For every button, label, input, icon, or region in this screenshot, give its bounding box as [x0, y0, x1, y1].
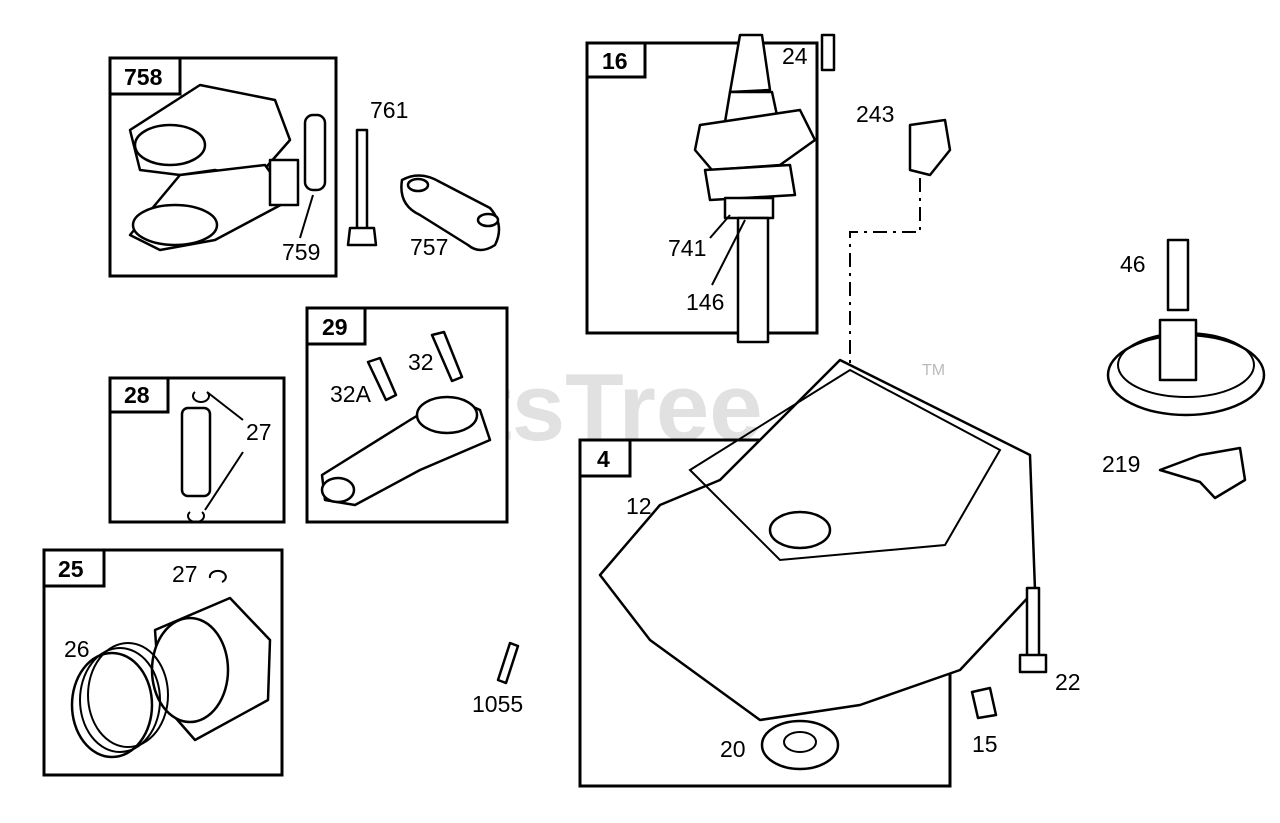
- part-label-12: 12: [626, 493, 652, 519]
- assembly-box-28[interactable]: 28 27: [108, 376, 286, 524]
- assembly-box-29[interactable]: 29 32 32A: [305, 306, 509, 524]
- part-label-1055: 1055: [472, 691, 523, 717]
- crankshaft-part: [693, 33, 817, 344]
- assembly-label-25: 25: [58, 556, 84, 582]
- part-label-26: 26: [64, 636, 90, 662]
- assembly-box-16[interactable]: 16 741 146: [585, 33, 819, 344]
- assembly-label-758: 758: [124, 64, 163, 90]
- part-label-32a: 32A: [330, 381, 372, 407]
- drain-plug-part-15: [970, 686, 998, 720]
- part-label-46: 46: [1120, 251, 1146, 277]
- governor-part-243: [908, 118, 952, 177]
- assembly-box-25[interactable]: 25 27 26: [42, 548, 284, 777]
- piston-rings-part: [70, 642, 169, 759]
- bolt-part-22: [1018, 586, 1048, 674]
- part-label-146: 146: [686, 289, 724, 315]
- part-label-741: 741: [668, 235, 706, 261]
- key-part-24: [820, 33, 836, 72]
- piston-part: [150, 596, 272, 742]
- pin-part-759: [303, 113, 327, 192]
- part-label-759: 759: [282, 239, 320, 265]
- link-part-757: [400, 174, 501, 252]
- bolt-part-32: [430, 330, 464, 383]
- part-label-27-clip: 27: [172, 561, 198, 587]
- bolt-part-761: [346, 128, 378, 247]
- part-label-27: 27: [246, 419, 272, 445]
- part-label-20: 20: [720, 736, 746, 762]
- connecting-rod-part: [320, 395, 492, 507]
- assembly-label-16: 16: [602, 48, 628, 74]
- pin-part-1055: [496, 641, 520, 685]
- part-label-24: 24: [782, 43, 808, 69]
- part-label-243: 243: [856, 101, 894, 127]
- part-label-219: 219: [1102, 451, 1140, 477]
- assembly-connection-line: [849, 178, 921, 455]
- assembly-label-29: 29: [322, 314, 348, 340]
- assembly-box-758[interactable]: 758 759: [108, 56, 338, 278]
- governor-bracket-part: [128, 83, 300, 252]
- piston-pin-part: [180, 406, 212, 498]
- part-label-32: 32: [408, 349, 434, 375]
- part-label-757: 757: [410, 234, 448, 260]
- camshaft-part: [1106, 238, 1266, 417]
- part-label-15: 15: [972, 731, 998, 757]
- assembly-label-4: 4: [597, 446, 610, 472]
- part-label-22: 22: [1055, 669, 1081, 695]
- governor-arm-part-219: [1158, 446, 1247, 500]
- part-label-761: 761: [370, 97, 408, 123]
- bolt-part-32a: [366, 356, 398, 402]
- watermark-trademark: TM: [922, 362, 945, 379]
- retainer-clip-part: [187, 391, 210, 523]
- assembly-label-28: 28: [124, 382, 150, 408]
- oil-seal-part-20: [760, 719, 840, 771]
